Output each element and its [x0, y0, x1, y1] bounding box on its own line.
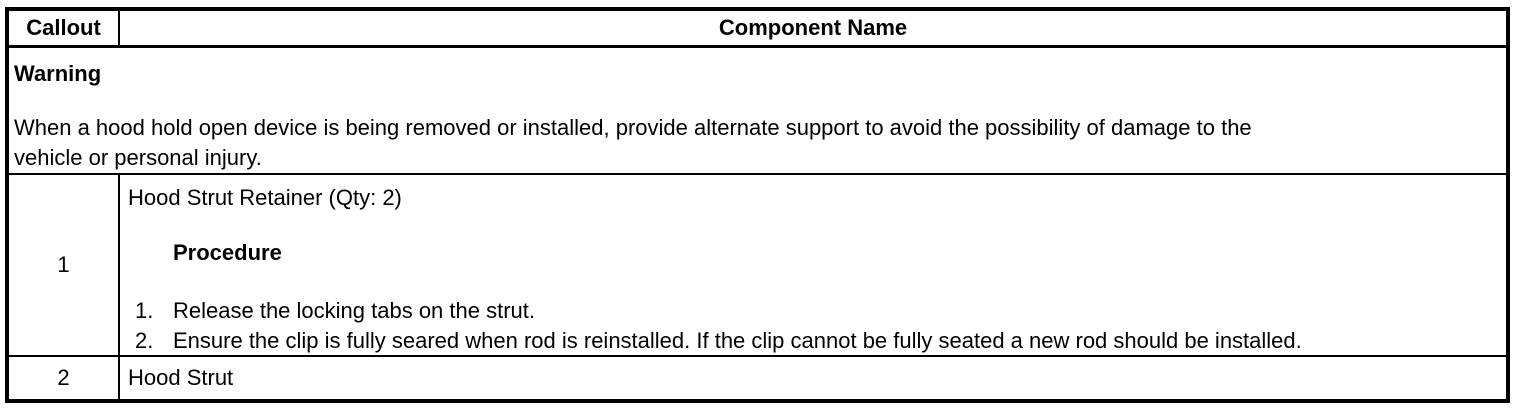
- procedure-title: Procedure: [173, 240, 282, 265]
- component-cell: Hood Strut Retainer (Qty: 2) Procedure 1…: [120, 175, 1506, 355]
- warning-row: Warning When a hood hold open device is …: [9, 45, 1506, 173]
- column-header-callout: Callout: [9, 11, 120, 45]
- procedure-steps: 1. Release the locking tabs on the strut…: [128, 296, 1500, 356]
- component-name: Hood Strut: [128, 365, 234, 390]
- procedure-step: 1. Release the locking tabs on the strut…: [128, 296, 1500, 326]
- table-row: 1 Hood Strut Retainer (Qty: 2) Procedure…: [9, 173, 1506, 355]
- component-callout-table: Callout Component Name Warning When a ho…: [5, 7, 1510, 403]
- table-header-row: Callout Component Name: [9, 11, 1506, 45]
- callout-number: 1: [9, 175, 120, 355]
- table-row: 2 Hood Strut: [9, 355, 1506, 399]
- procedure-step: 2. Ensure the clip is fully seared when …: [128, 326, 1500, 356]
- step-number: 1.: [135, 298, 154, 323]
- column-header-component-name: Component Name: [718, 15, 908, 40]
- warning-title: Warning: [14, 61, 102, 86]
- step-text: Ensure the clip is fully seared when rod…: [173, 328, 1302, 353]
- callout-number: 2: [9, 357, 120, 399]
- component-name: Hood Strut Retainer (Qty: 2): [128, 185, 402, 210]
- step-number: 2.: [135, 328, 154, 353]
- warning-text: When a hood hold open device is being re…: [14, 115, 1252, 170]
- step-text: Release the locking tabs on the strut.: [173, 298, 535, 323]
